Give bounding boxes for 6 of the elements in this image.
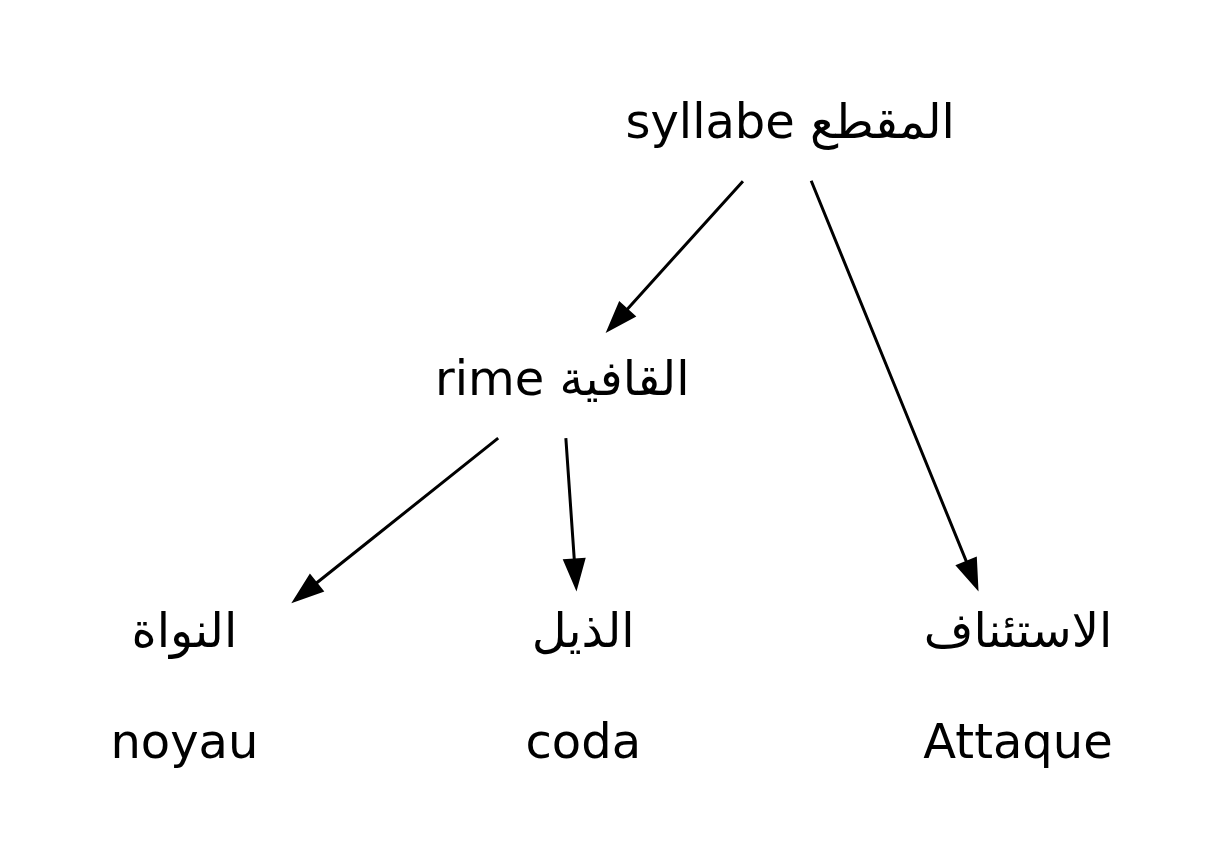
arrow xyxy=(562,437,586,591)
arrow xyxy=(605,179,745,333)
arrow xyxy=(291,436,500,603)
arrow xyxy=(809,179,979,591)
node-text: syllabe المقطع xyxy=(625,92,955,149)
node-text: rime القافية xyxy=(435,349,690,406)
